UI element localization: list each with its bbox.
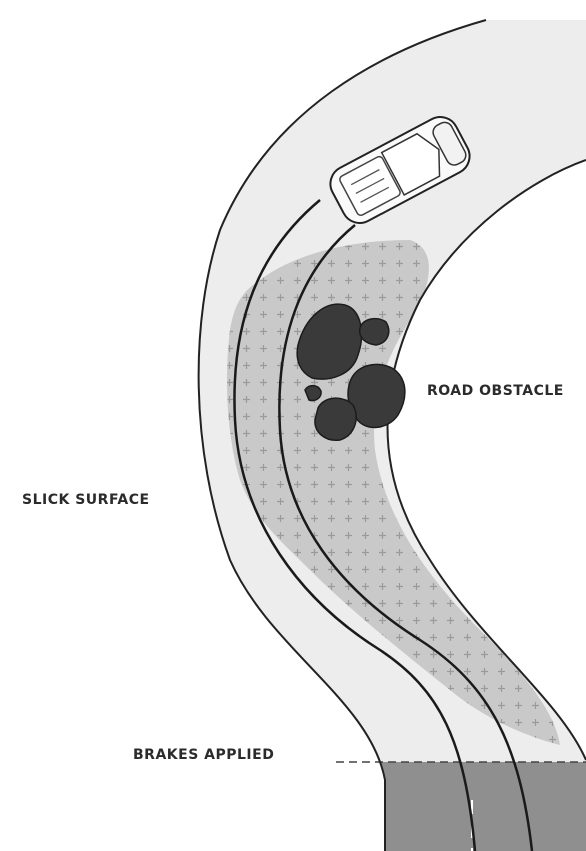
brakes-applied-label: BRAKES APPLIED xyxy=(133,747,274,763)
road-obstacle-label: ROAD OBSTACLE xyxy=(427,383,564,399)
braking-zone xyxy=(370,762,586,851)
slick-surface-label: SLICK SURFACE xyxy=(22,492,150,508)
